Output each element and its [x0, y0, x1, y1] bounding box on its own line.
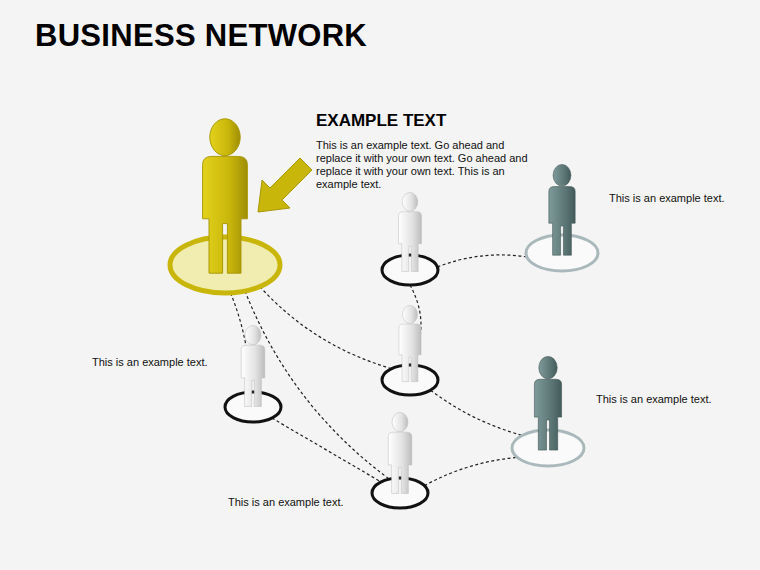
network-link: [272, 418, 381, 482]
ring: [382, 255, 438, 285]
callout-heading: EXAMPLE TEXT: [316, 111, 446, 131]
ring: [526, 235, 598, 271]
person-node: This is an example text.: [370, 413, 430, 511]
callout-body: This is an example text. Go ahead and re…: [316, 139, 531, 191]
network-link: [424, 457, 517, 485]
person-figure: [388, 412, 412, 493]
ring: [225, 392, 281, 422]
page-title: BUSINESS NETWORK: [35, 18, 367, 54]
person-node: This is an example text.: [524, 162, 600, 274]
ring: [382, 365, 438, 395]
network-link: [260, 287, 392, 369]
person-node: EXAMPLE TEXTThis is an example text. Go …: [165, 118, 285, 296]
pointer-arrow: [258, 158, 312, 212]
person-figure: [203, 119, 248, 273]
network-link: [437, 255, 526, 267]
network-link: [431, 390, 523, 435]
person-figure: [399, 192, 422, 271]
person-label: This is an example text.: [92, 356, 208, 369]
person-label: This is an example text.: [228, 496, 344, 509]
person-figure: [241, 325, 265, 406]
person-node: [380, 300, 440, 398]
ring: [372, 478, 428, 508]
person-figure: [549, 164, 575, 255]
person-label: This is an example text.: [609, 192, 725, 205]
network-link: [245, 291, 389, 479]
person-label: This is an example text.: [596, 393, 712, 406]
person-node: This is an example text.: [223, 325, 283, 425]
person-node: [380, 190, 440, 288]
person-node: This is an example text.: [510, 355, 586, 469]
person-figure: [399, 305, 421, 381]
ring: [170, 237, 280, 293]
person-figure: [534, 356, 561, 450]
ring: [512, 430, 584, 466]
